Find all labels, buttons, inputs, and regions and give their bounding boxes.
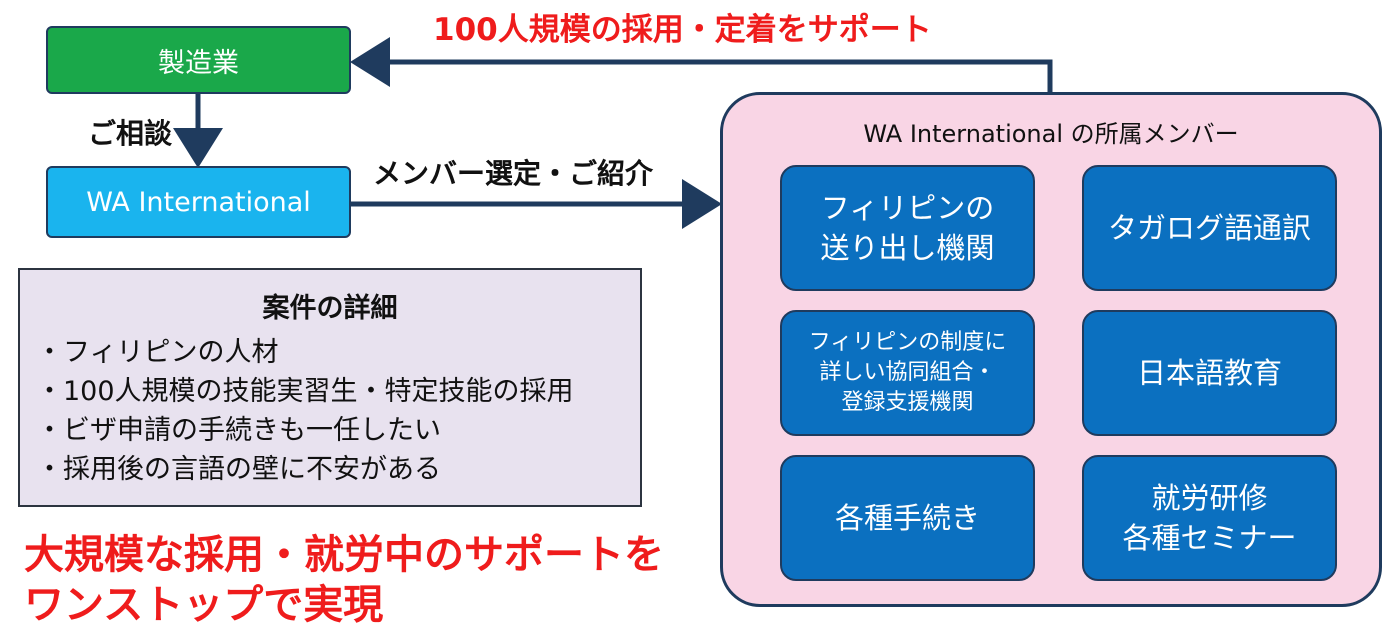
node-manufacturing: 製造業: [46, 26, 351, 94]
members-title: WA International の所属メンバー: [863, 120, 1239, 148]
details-item: ・フィリピンの人材: [36, 337, 279, 368]
node-wa-international-label: WA International: [86, 186, 311, 218]
member-card-cooperative: フィリピンの制度に 詳しい協同組合・ 登録支援機関: [780, 310, 1035, 436]
edge-label-select-introduce: メンバー選定・ご紹介: [373, 157, 654, 190]
member-card-line: 送り出し機関: [820, 231, 995, 265]
slogan: 大規模な採用・就労中のサポートを ワンストップで実現: [24, 530, 664, 630]
member-card-line: 各種セミナー: [1122, 521, 1297, 555]
details-list: ・フィリピンの人材 ・100人規模の技能実習生・特定技能の採用 ・ビザ申請の手続…: [36, 333, 574, 489]
member-card-line: タガログ語通訳: [1107, 211, 1311, 245]
member-card-line: フィリピンの制度に: [808, 330, 1007, 355]
member-card-procedures: 各種手続き: [780, 455, 1035, 581]
slogan-line1: 大規模な採用・就労中のサポートを: [24, 532, 664, 578]
details-panel: 案件の詳細 ・フィリピンの人材 ・100人規模の技能実習生・特定技能の採用 ・ビ…: [18, 268, 642, 507]
member-card-line: 各種手続き: [834, 501, 980, 535]
details-title: 案件の詳細: [262, 293, 398, 324]
node-manufacturing-label: 製造業: [158, 47, 239, 79]
member-card-japanese-education: 日本語教育: [1082, 310, 1337, 436]
member-card-line: 詳しい協同組合・: [819, 360, 996, 385]
edge-label-support: 100人規模の採用・定着をサポート: [433, 12, 932, 48]
member-card-line: 就労研修: [1151, 481, 1268, 515]
member-card-tagalog-interpreter: タガログ語通訳: [1082, 165, 1337, 291]
member-card-line: フィリピンの: [820, 191, 995, 225]
member-card-line: 日本語教育: [1136, 356, 1282, 390]
edge-label-consult: ご相談: [88, 117, 173, 150]
node-wa-international: WA International: [46, 166, 351, 238]
details-item: ・100人規模の技能実習生・特定技能の採用: [36, 376, 574, 407]
member-card-sending-agency: フィリピンの 送り出し機関: [780, 165, 1035, 291]
member-card-line: 登録支援機関: [841, 390, 974, 415]
slogan-line2: ワンストップで実現: [24, 582, 384, 628]
details-item: ・ビザ申請の手続きも一任したい: [36, 415, 441, 446]
members-panel: WA International の所属メンバー フィリピンの 送り出し機関 タ…: [720, 92, 1382, 607]
details-item: ・採用後の言語の壁に不安がある: [36, 454, 441, 485]
member-card-training-seminars: 就労研修 各種セミナー: [1082, 455, 1337, 581]
arrow-support: [350, 37, 1053, 92]
